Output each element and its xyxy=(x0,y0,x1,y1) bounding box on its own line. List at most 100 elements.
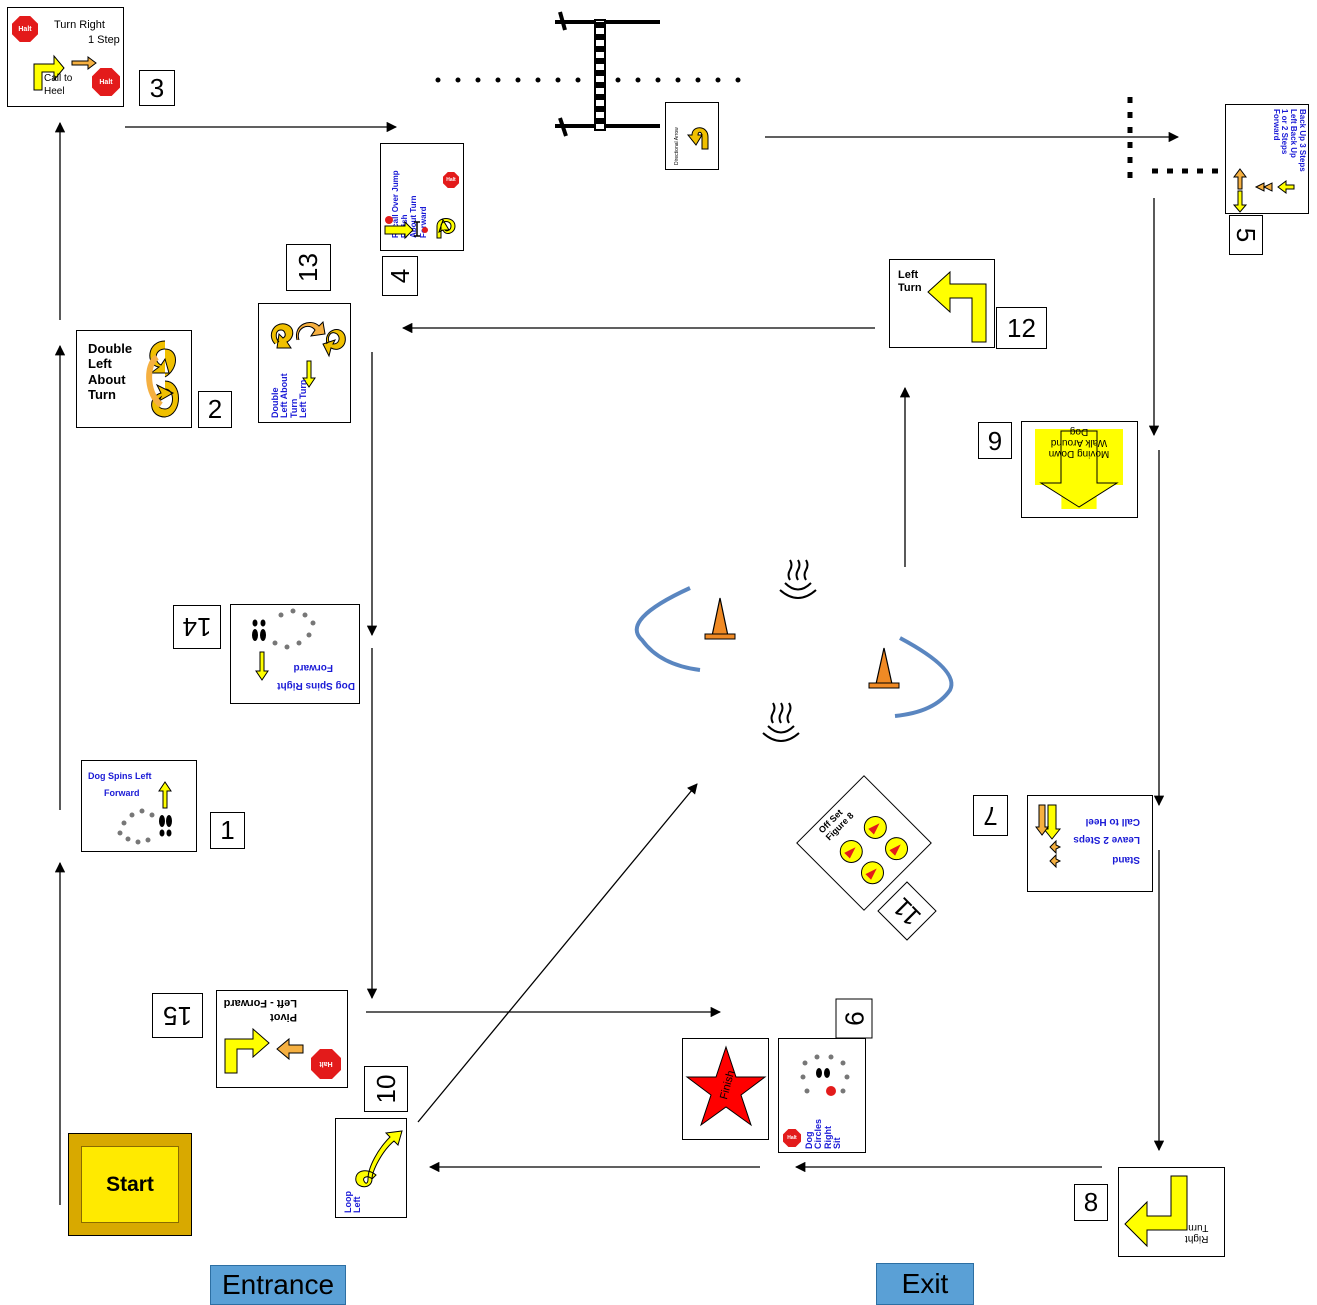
sign-text: 1 or 2 Steps xyxy=(1280,109,1290,155)
sign-pivot-left-forward: Halt Pivot Left - Forward xyxy=(216,990,348,1088)
sign-text: Forward xyxy=(1271,109,1281,141)
cone-icon xyxy=(868,647,900,689)
sign-directional-arrow: Directional Arrow xyxy=(665,102,719,170)
food-bowl-icon xyxy=(762,702,800,742)
sign-text-group: Right Turn xyxy=(1185,1222,1208,1244)
halt-sign-icon: Halt xyxy=(783,1129,801,1147)
sign-text: Call to Heel xyxy=(1085,816,1140,827)
sign-text: Left Turn xyxy=(298,379,309,418)
sign-text: Turn Right xyxy=(54,19,105,31)
sign-text: Leave 2 Steps xyxy=(1073,834,1140,845)
sign-text-group: Double Left About Turn Left Turn xyxy=(270,373,350,422)
arrow-icon xyxy=(270,320,346,358)
arrow-icon xyxy=(1124,1175,1188,1248)
sign-loop-left: Loop Left xyxy=(335,1118,407,1218)
station-number: 7 xyxy=(973,795,1008,836)
sign-double-left-about-turn: Double Left About Turn xyxy=(76,330,192,428)
footprint-icon xyxy=(252,608,316,650)
station-number: 9 xyxy=(835,998,873,1039)
sign-text: Forward xyxy=(293,662,333,673)
sign-text: Dog Spins Right xyxy=(277,680,355,691)
arc-line xyxy=(894,636,954,718)
station-number: 10 xyxy=(364,1066,408,1112)
cone-icon xyxy=(839,815,909,885)
footprint-icon xyxy=(800,1054,850,1096)
sign-right-turn: Right Turn xyxy=(1118,1167,1225,1257)
arrow-icon xyxy=(686,127,709,150)
food-bowl-icon xyxy=(779,559,817,599)
sign-text: Right xyxy=(1185,1233,1209,1244)
arrow-icon xyxy=(255,651,269,681)
start-label: Start xyxy=(81,1146,179,1223)
halt-sign-icon: Halt xyxy=(12,16,38,42)
sign-text: Pivot xyxy=(270,1011,297,1023)
sign-text: Turn xyxy=(1188,1222,1209,1233)
sign-text-group: Dog Circles Right Sit xyxy=(804,1119,843,1149)
arrow-icon xyxy=(33,54,97,91)
sign-double-left-about-turn-left-turn: Double Left About Turn Left Turn xyxy=(258,303,351,423)
sign-text: Directional Arrow xyxy=(674,127,680,165)
footprint-icon xyxy=(117,808,172,845)
star-icon xyxy=(685,1045,767,1127)
sign-dog-spins-right: Dog Spins Right Forward xyxy=(230,604,360,704)
sign-text: Forward xyxy=(104,788,140,798)
jump-icon xyxy=(555,11,660,137)
station-number: 12 xyxy=(996,307,1047,349)
sign-text: Left Back Up xyxy=(1289,109,1299,158)
station-number: 13 xyxy=(286,244,331,291)
sign-dog-circles-right-sit: Halt Dog Circles Right Sit xyxy=(778,1038,866,1153)
entrance-label: Entrance xyxy=(210,1265,346,1305)
exit-label: Exit xyxy=(876,1263,974,1305)
halt-sign-icon: Halt xyxy=(443,172,459,188)
station-number: 3 xyxy=(139,70,175,106)
finish-sign: Finish xyxy=(682,1038,769,1140)
path-arrow xyxy=(417,783,698,1123)
arc-line xyxy=(634,586,701,672)
sign-text: Turn xyxy=(898,282,922,294)
sign-dog-spins-left: Dog Spins Left Forward xyxy=(81,760,197,852)
arrow-icon xyxy=(224,1027,304,1074)
arrow-icon xyxy=(1035,804,1062,869)
sign-off-set-figure-8: Off Set Figure 8 xyxy=(796,775,932,911)
sign-text: Left xyxy=(352,1196,363,1214)
station-number: 15 xyxy=(152,993,203,1038)
station-number-text: 11 xyxy=(886,891,927,932)
arrow-icon xyxy=(927,270,987,343)
sign-text: 1 Step xyxy=(88,34,120,46)
sign-text: Moving Down Walk Around Dog xyxy=(1035,426,1123,459)
sign-text: Call to xyxy=(44,73,73,84)
arrow-icon xyxy=(1039,430,1119,508)
station-number: 8 xyxy=(1074,1184,1108,1221)
sign-moving-down-walk-around-dog: Moving Down Walk Around Dog xyxy=(1021,421,1138,518)
sign-text: Dog Spins Left xyxy=(88,771,152,781)
arrow-icon xyxy=(384,216,456,240)
halt-sign-icon: Halt xyxy=(92,68,120,96)
station-number: 14 xyxy=(173,605,221,649)
arrow-icon xyxy=(302,360,316,388)
station-number: 2 xyxy=(198,391,232,428)
arrow-icon xyxy=(1232,168,1295,213)
sign-text: Dog xyxy=(1069,426,1089,437)
halt-sign-icon: Halt xyxy=(311,1049,341,1079)
sign-text: Double Left About Turn xyxy=(88,341,133,402)
station-number: 5 xyxy=(1229,215,1263,255)
start-sign: Start xyxy=(68,1133,192,1236)
sign-left-turn: Left Turn xyxy=(889,259,995,348)
sign-text-group: Loop Left xyxy=(343,1191,363,1214)
sign-stand-leave-call-to-heel: Stand Leave 2 Steps Call to Heel xyxy=(1027,795,1153,892)
sign-text: Stand xyxy=(1112,854,1140,865)
arrow-icon xyxy=(146,340,179,418)
sign-text: Walk Around xyxy=(1050,437,1108,448)
sign-back-up-3-steps: Back Up 3 Steps Left Back Up 1 or 2 Step… xyxy=(1225,104,1309,214)
sign-recall-over-jump: Halt Recall Over Jump Finish About Turn … xyxy=(380,143,464,251)
cone-icon xyxy=(704,597,736,640)
sign-text: Left - Forward xyxy=(223,997,297,1009)
sign-text: Sit xyxy=(832,1137,843,1149)
arrow-icon xyxy=(158,781,172,809)
arrow-icon xyxy=(355,1130,403,1188)
station-number: 6 xyxy=(978,422,1012,459)
sign-text: Back Up 3 Steps xyxy=(1298,109,1307,172)
station-number: 1 xyxy=(210,812,245,849)
sign-turn-right-call-to-heel: Halt Turn Right 1 Step Call to Heel Halt xyxy=(7,7,124,107)
